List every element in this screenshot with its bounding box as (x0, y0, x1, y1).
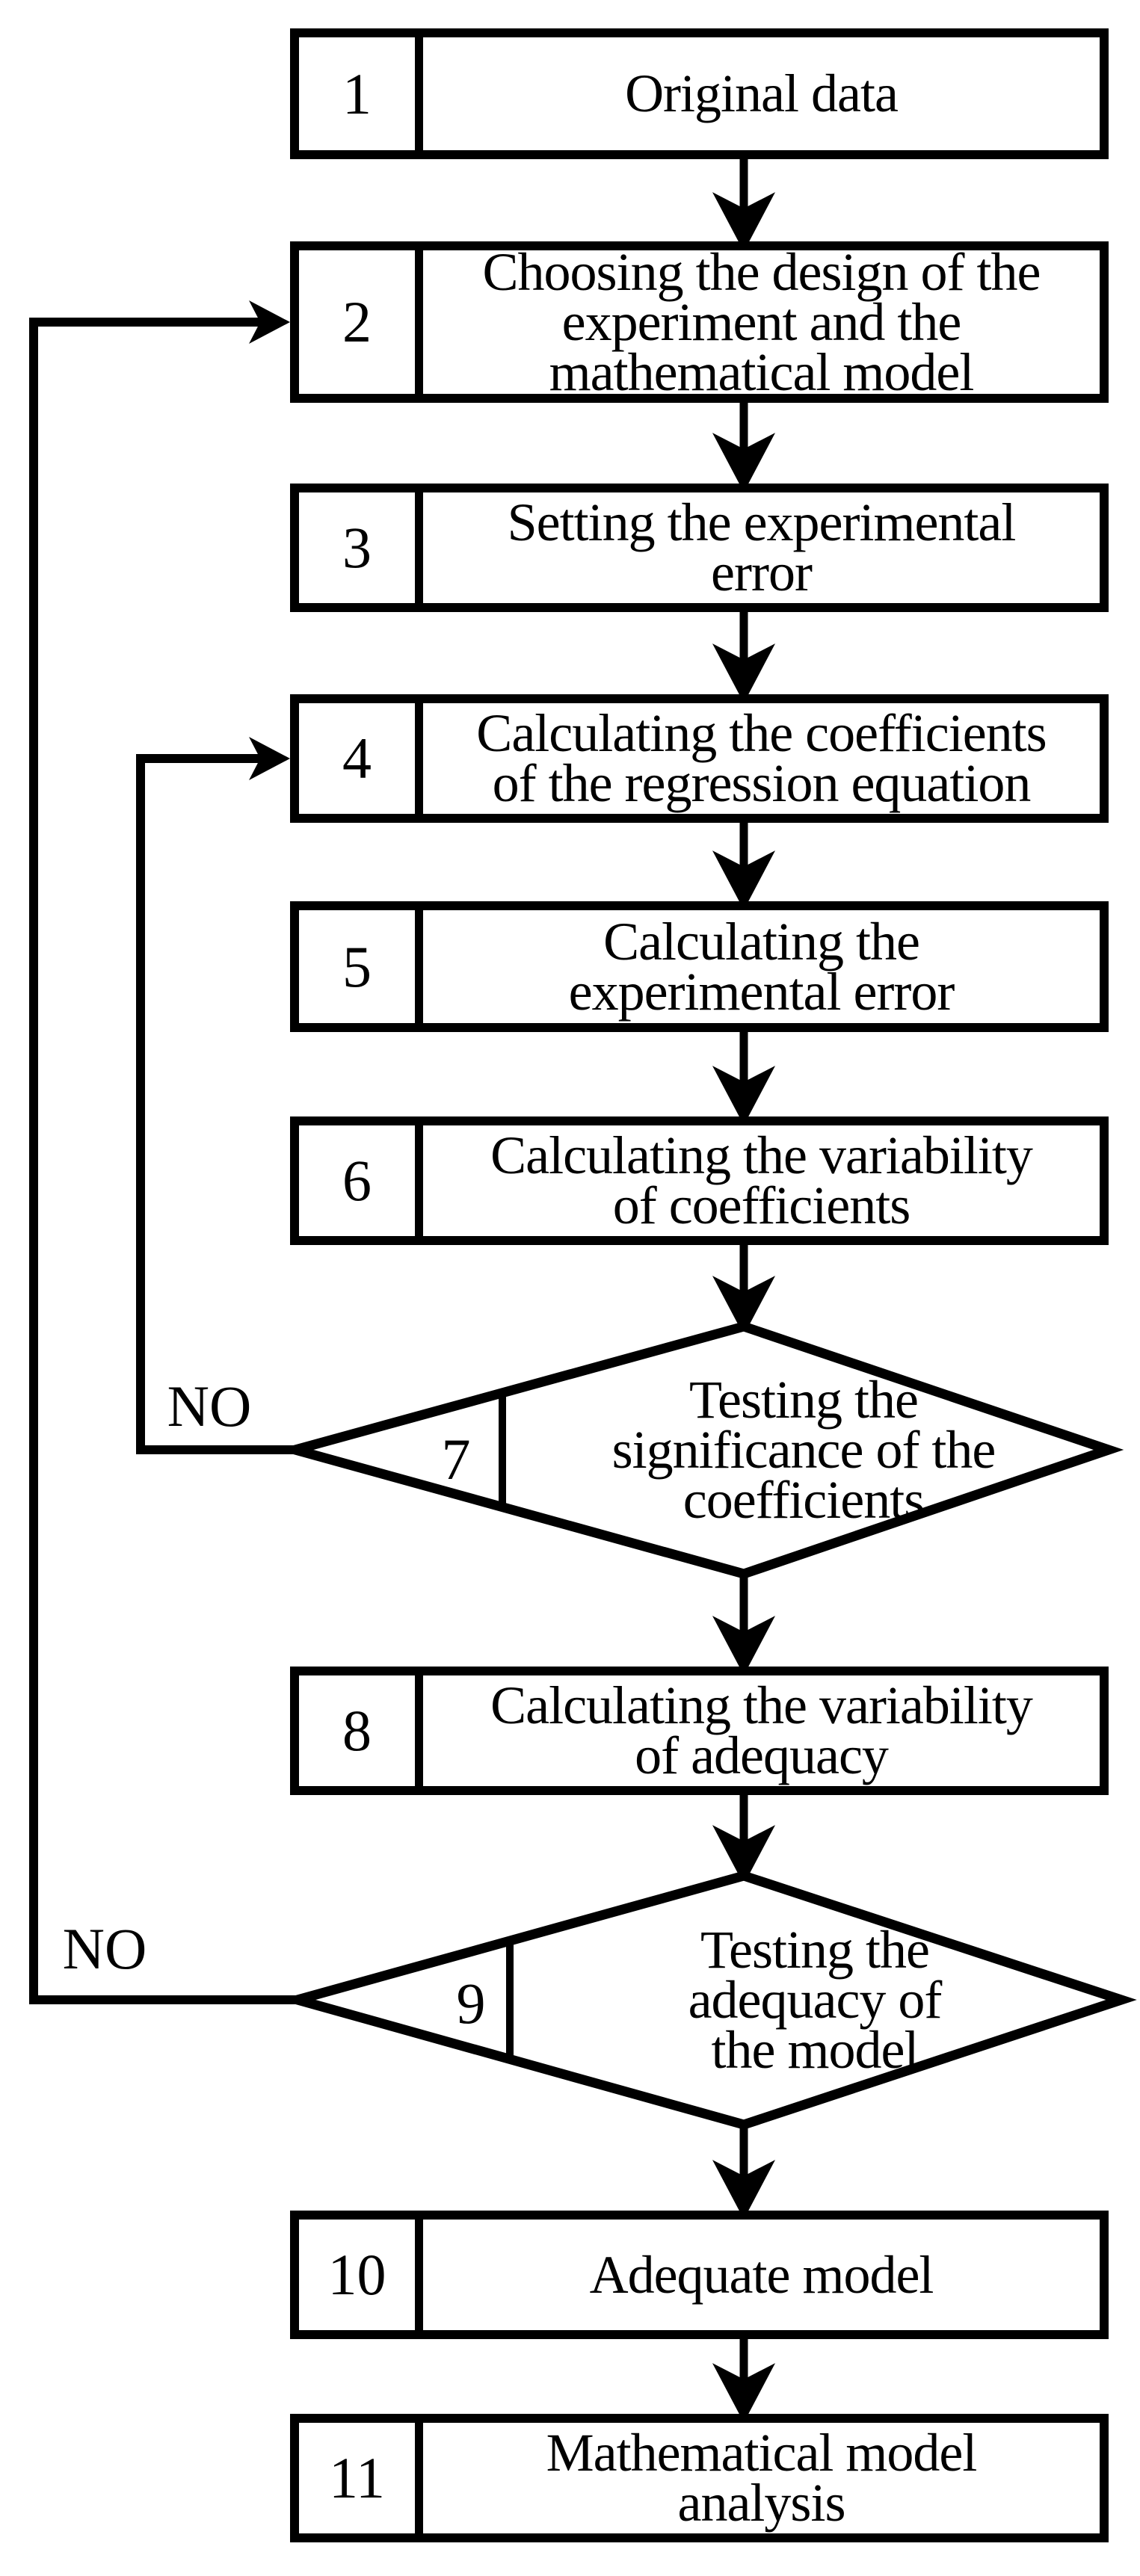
node-7-label: Testing the significance of the coeffici… (611, 1369, 996, 1530)
edge-3-4-arrowhead (712, 643, 776, 703)
edge-9-2-no-line (29, 318, 298, 2004)
edge-7-4-no-label: NO (167, 1374, 252, 1439)
node-8-box: 8 Calculating the variability of adequac… (290, 1667, 1109, 1795)
node-11-label: Mathematical model analysis (546, 2423, 978, 2533)
node-7-number: 7 (441, 1426, 471, 1492)
node-2-label: Choosing the design of the experiment an… (482, 241, 1041, 402)
node-9-number: 9 (456, 1970, 486, 2036)
node-3-label: Setting the experimental error (507, 492, 1017, 602)
node-11-box: 11 Mathematical model analysis (290, 2414, 1109, 2542)
edge-7-8-arrowhead (712, 1616, 776, 1675)
node-11-number: 11 (299, 2423, 423, 2533)
edge-6-7-arrowhead (712, 1276, 776, 1335)
node-8-number: 8 (299, 1675, 423, 1786)
node-8-label: Calculating the variability of adequacy (490, 1675, 1033, 1785)
node-6-box: 6 Calculating the variability of coeffic… (290, 1116, 1109, 1245)
edge-8-9-arrowhead (712, 1825, 776, 1885)
node-3-box: 3 Setting the experimental error (290, 484, 1109, 612)
node-10-number: 10 (299, 2220, 423, 2330)
node-5-box: 5 Calculating the experimental error (290, 901, 1109, 1032)
edge-2-3-arrowhead (712, 433, 776, 492)
edge-1-2-arrowhead (712, 192, 776, 252)
node-2-number: 2 (299, 250, 423, 394)
node-2-box: 2 Choosing the design of the experiment … (290, 241, 1109, 403)
node-4-label: Calculating the coefficients of the regr… (476, 703, 1047, 813)
edge-5-6-arrowhead (712, 1066, 776, 1125)
node-1-label: Original data (625, 64, 899, 123)
node-4-box: 4 Calculating the coefficients of the re… (290, 694, 1109, 823)
edge-9-2-no-label: NO (62, 1916, 147, 1981)
edge-9-2-no-arrowhead (249, 300, 290, 344)
node-5-number: 5 (299, 910, 423, 1023)
node-5-label: Calculating the experimental error (568, 911, 955, 1022)
edge-9-10-arrowhead (712, 2160, 776, 2220)
node-10-label: Adequate model (589, 2244, 934, 2305)
node-6-number: 6 (299, 1125, 423, 1236)
node-4-number: 4 (299, 703, 423, 814)
node-1-box: 1 Original data (290, 28, 1109, 159)
edge-10-11-arrowhead (712, 2363, 776, 2423)
edge-4-5-arrowhead (712, 850, 776, 910)
edge-7-4-no-line (136, 754, 295, 1454)
edge-7-4-no-arrowhead (249, 737, 290, 780)
node-7-diamond (277, 1321, 1124, 1579)
node-9-label: Testing the adequacy of the model (688, 1919, 943, 2080)
node-9-diamond (279, 1871, 1137, 2130)
node-1-number: 1 (299, 37, 423, 150)
node-6-label: Calculating the variability of coefficie… (490, 1125, 1033, 1235)
node-10-box: 10 Adequate model (290, 2211, 1109, 2339)
node-3-number: 3 (299, 492, 423, 603)
